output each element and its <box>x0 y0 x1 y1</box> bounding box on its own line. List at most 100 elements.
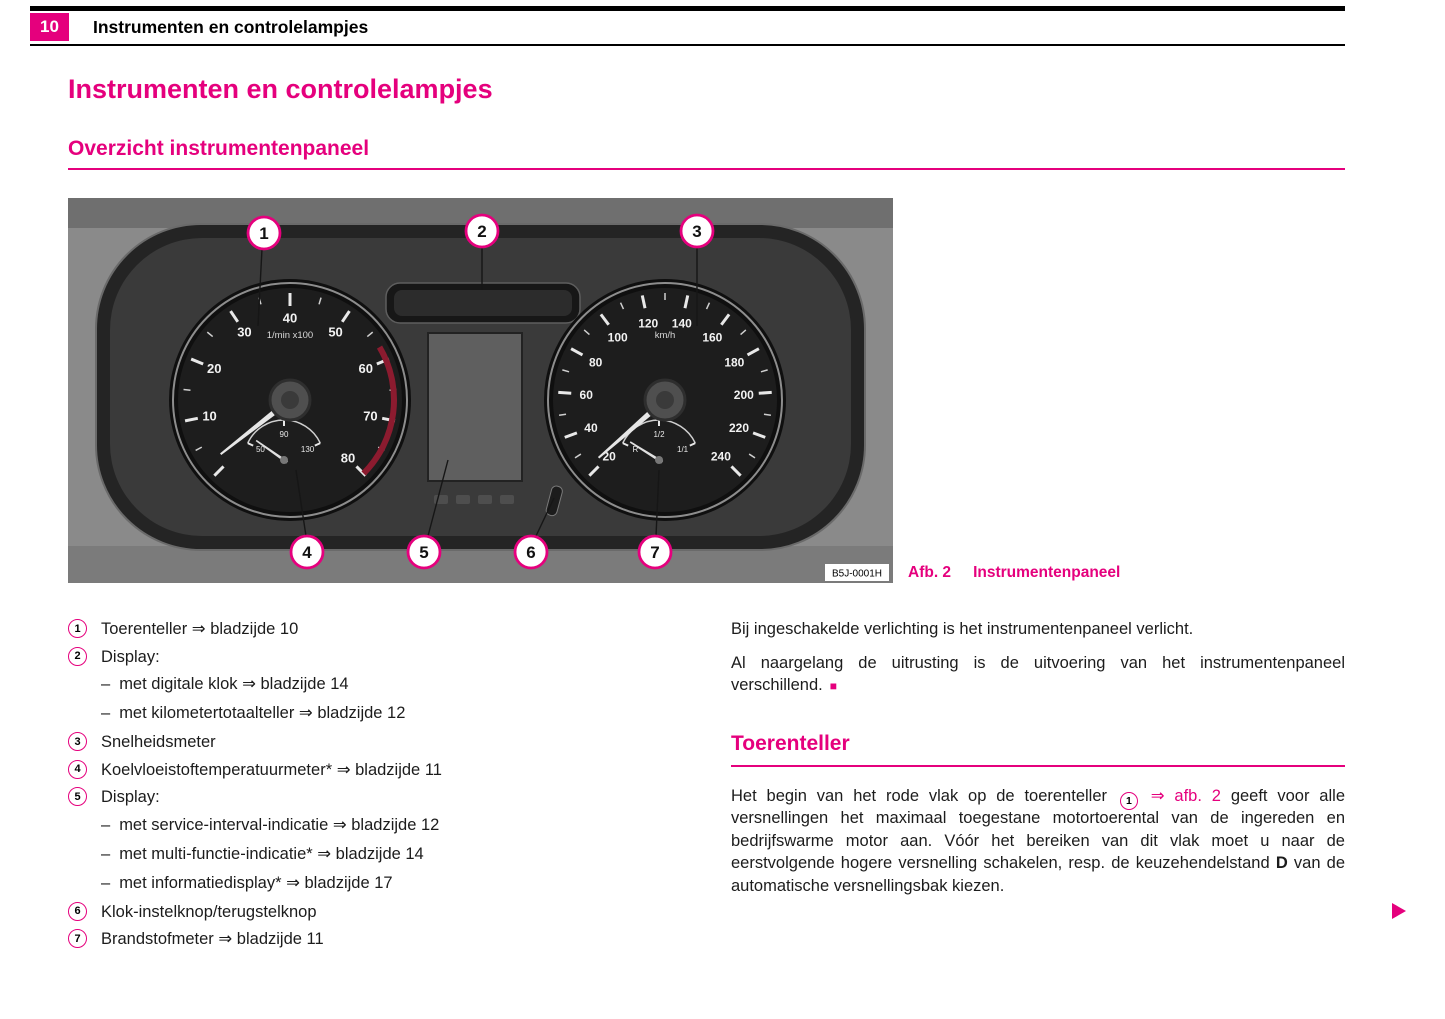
legend-subitem-text: met multi-functie-indicatie* ⇒ bladzijde… <box>119 844 424 863</box>
item-number-badge: 7 <box>68 929 87 948</box>
svg-text:50: 50 <box>256 445 265 454</box>
legend-item-text: Toerenteller ⇒ bladzijde 10 <box>101 620 299 638</box>
svg-text:90: 90 <box>280 430 289 439</box>
legend-item-text: Klok-instelknop/terugstelknop <box>101 902 317 921</box>
gear-position-d: D <box>1275 854 1288 872</box>
legend-item-4: 4 Koelvloeistoftemperatuurmeter* ⇒ bladz… <box>68 759 723 781</box>
svg-text:3: 3 <box>692 222 701 241</box>
svg-text:B5J-0001H: B5J-0001H <box>832 569 882 580</box>
svg-text:10: 10 <box>202 408 216 423</box>
legend-subitem-text: met service-interval-indicatie ⇒ bladzij… <box>119 815 440 834</box>
section-rule <box>731 764 1345 767</box>
multifunction-display <box>427 332 523 482</box>
figure-caption-label: Afb. 2 <box>908 564 952 581</box>
page-number-badge: 10 <box>30 13 69 41</box>
continue-arrow-icon <box>1392 903 1406 919</box>
callout-5: 5 <box>406 459 449 570</box>
svg-text:120: 120 <box>638 316 658 330</box>
legend-subitem: – met kilometertotaalteller ⇒ bladzijde … <box>101 702 723 724</box>
svg-text:km/h: km/h <box>655 330 676 341</box>
item-number-badge: 2 <box>68 646 87 666</box>
svg-text:30: 30 <box>237 324 251 339</box>
svg-text:40: 40 <box>584 421 598 435</box>
legend-subitem-text: met digitale klok ⇒ bladzijde 14 <box>119 675 349 693</box>
legend-subitem: – met digitale klok ⇒ bladzijde 14 <box>101 673 723 695</box>
svg-text:60: 60 <box>359 361 373 376</box>
svg-text:7: 7 <box>650 543 659 562</box>
legend-subitem: – met informatiedisplay* ⇒ bladzijde 17 <box>101 872 723 894</box>
clock-set-knob <box>545 485 563 517</box>
dash: – <box>101 844 111 863</box>
paragraph-equipment: Al naargelang de uitrusting is de uitvoe… <box>731 653 1345 695</box>
paragraph-lighting: Bij ingeschakelde verlichting is het ins… <box>731 620 1194 638</box>
svg-text:200: 200 <box>734 388 754 402</box>
legend-item-6: 6 Klok-instelknop/terugstelknop <box>68 901 723 923</box>
callout-3: 3 <box>679 213 715 326</box>
svg-text:80: 80 <box>341 450 355 465</box>
legend-subitem-text: met informatiedisplay* ⇒ bladzijde 17 <box>119 873 393 892</box>
section-heading-overview: Overzicht instrumentenpaneel <box>68 137 370 160</box>
header-rule <box>30 44 1345 46</box>
section-heading-toerenteller: Toerenteller <box>731 731 850 755</box>
svg-text:240: 240 <box>711 449 731 463</box>
svg-text:60: 60 <box>580 388 594 402</box>
figure-reference-link: ⇒ afb. 2 <box>1150 786 1221 805</box>
figure-caption: Afb. 2 Instrumentenpaneel <box>908 564 1120 582</box>
figure-caption-text: Instrumentenpaneel <box>973 564 1121 581</box>
clock-display <box>385 282 581 324</box>
svg-text:1: 1 <box>259 224 268 243</box>
legend-subitem-text: met kilometertotaalteller ⇒ bladzijde 12 <box>119 704 406 722</box>
legend-list: 1 Toerenteller ⇒ bladzijde 10 2 Display:… <box>68 618 723 956</box>
top-rule <box>30 6 1345 11</box>
legend-item-3: 3 Snelheidsmeter <box>68 731 723 753</box>
svg-text:80: 80 <box>589 356 603 370</box>
svg-text:100: 100 <box>608 330 628 344</box>
svg-text:70: 70 <box>363 408 377 423</box>
running-header-title: Instrumenten en controlelampjes <box>93 16 369 37</box>
legend-item-7: 7 Brandstofmeter ⇒ bladzijde 11 <box>68 928 723 950</box>
svg-text:1/1: 1/1 <box>677 445 689 454</box>
dash: – <box>101 675 111 693</box>
svg-text:20: 20 <box>207 361 221 376</box>
dash: – <box>101 815 111 834</box>
svg-text:1/min x100: 1/min x100 <box>267 330 313 341</box>
svg-text:220: 220 <box>729 421 749 435</box>
svg-text:4: 4 <box>302 543 312 562</box>
item-number-badge: 6 <box>68 901 87 921</box>
dash-bottom <box>68 546 893 583</box>
callout-4: 4 <box>289 469 325 570</box>
legend-item-2: 2 Display: <box>68 646 723 668</box>
legend-subitem: – met service-interval-indicatie ⇒ bladz… <box>101 814 723 836</box>
legend-item-text: Display: <box>101 788 160 806</box>
item-number-badge: 5 <box>68 787 87 806</box>
svg-text:R: R <box>633 445 639 454</box>
item-number-badge: 3 <box>68 732 87 751</box>
legend-item-text: Koelvloeistoftemperatuurmeter* ⇒ bladzij… <box>101 760 442 779</box>
svg-text:5: 5 <box>419 543 428 562</box>
item-number-badge: 1 <box>68 619 87 638</box>
image-code-label: B5J-0001H <box>825 564 889 581</box>
svg-text:1/2: 1/2 <box>653 430 665 439</box>
inline-callout-badge: 1 <box>1119 791 1138 810</box>
legend-item-text: Snelheidsmeter <box>101 733 216 751</box>
item-number-badge: 4 <box>68 759 87 779</box>
legend-item-1: 1 Toerenteller ⇒ bladzijde 10 <box>68 618 723 640</box>
callout-7: 7 <box>637 469 673 570</box>
callout-1: 1 <box>246 215 282 327</box>
svg-text:140: 140 <box>672 316 692 330</box>
legend-item-text: Brandstofmeter ⇒ bladzijde 11 <box>101 930 324 948</box>
legend-item-5: 5 Display: <box>68 786 723 808</box>
paragraph-toerenteller: Het begin van het rode vlak op de toeren… <box>731 786 1345 895</box>
legend-subitem: – met multi-functie-indicatie* ⇒ bladzij… <box>101 843 723 865</box>
page-title: Instrumenten en controlelampjes <box>68 74 493 104</box>
svg-text:6: 6 <box>526 543 535 562</box>
svg-text:180: 180 <box>724 356 744 370</box>
svg-text:40: 40 <box>283 311 297 326</box>
legend-item-text: Display: <box>101 647 160 666</box>
callout-2: 2 <box>464 213 500 290</box>
